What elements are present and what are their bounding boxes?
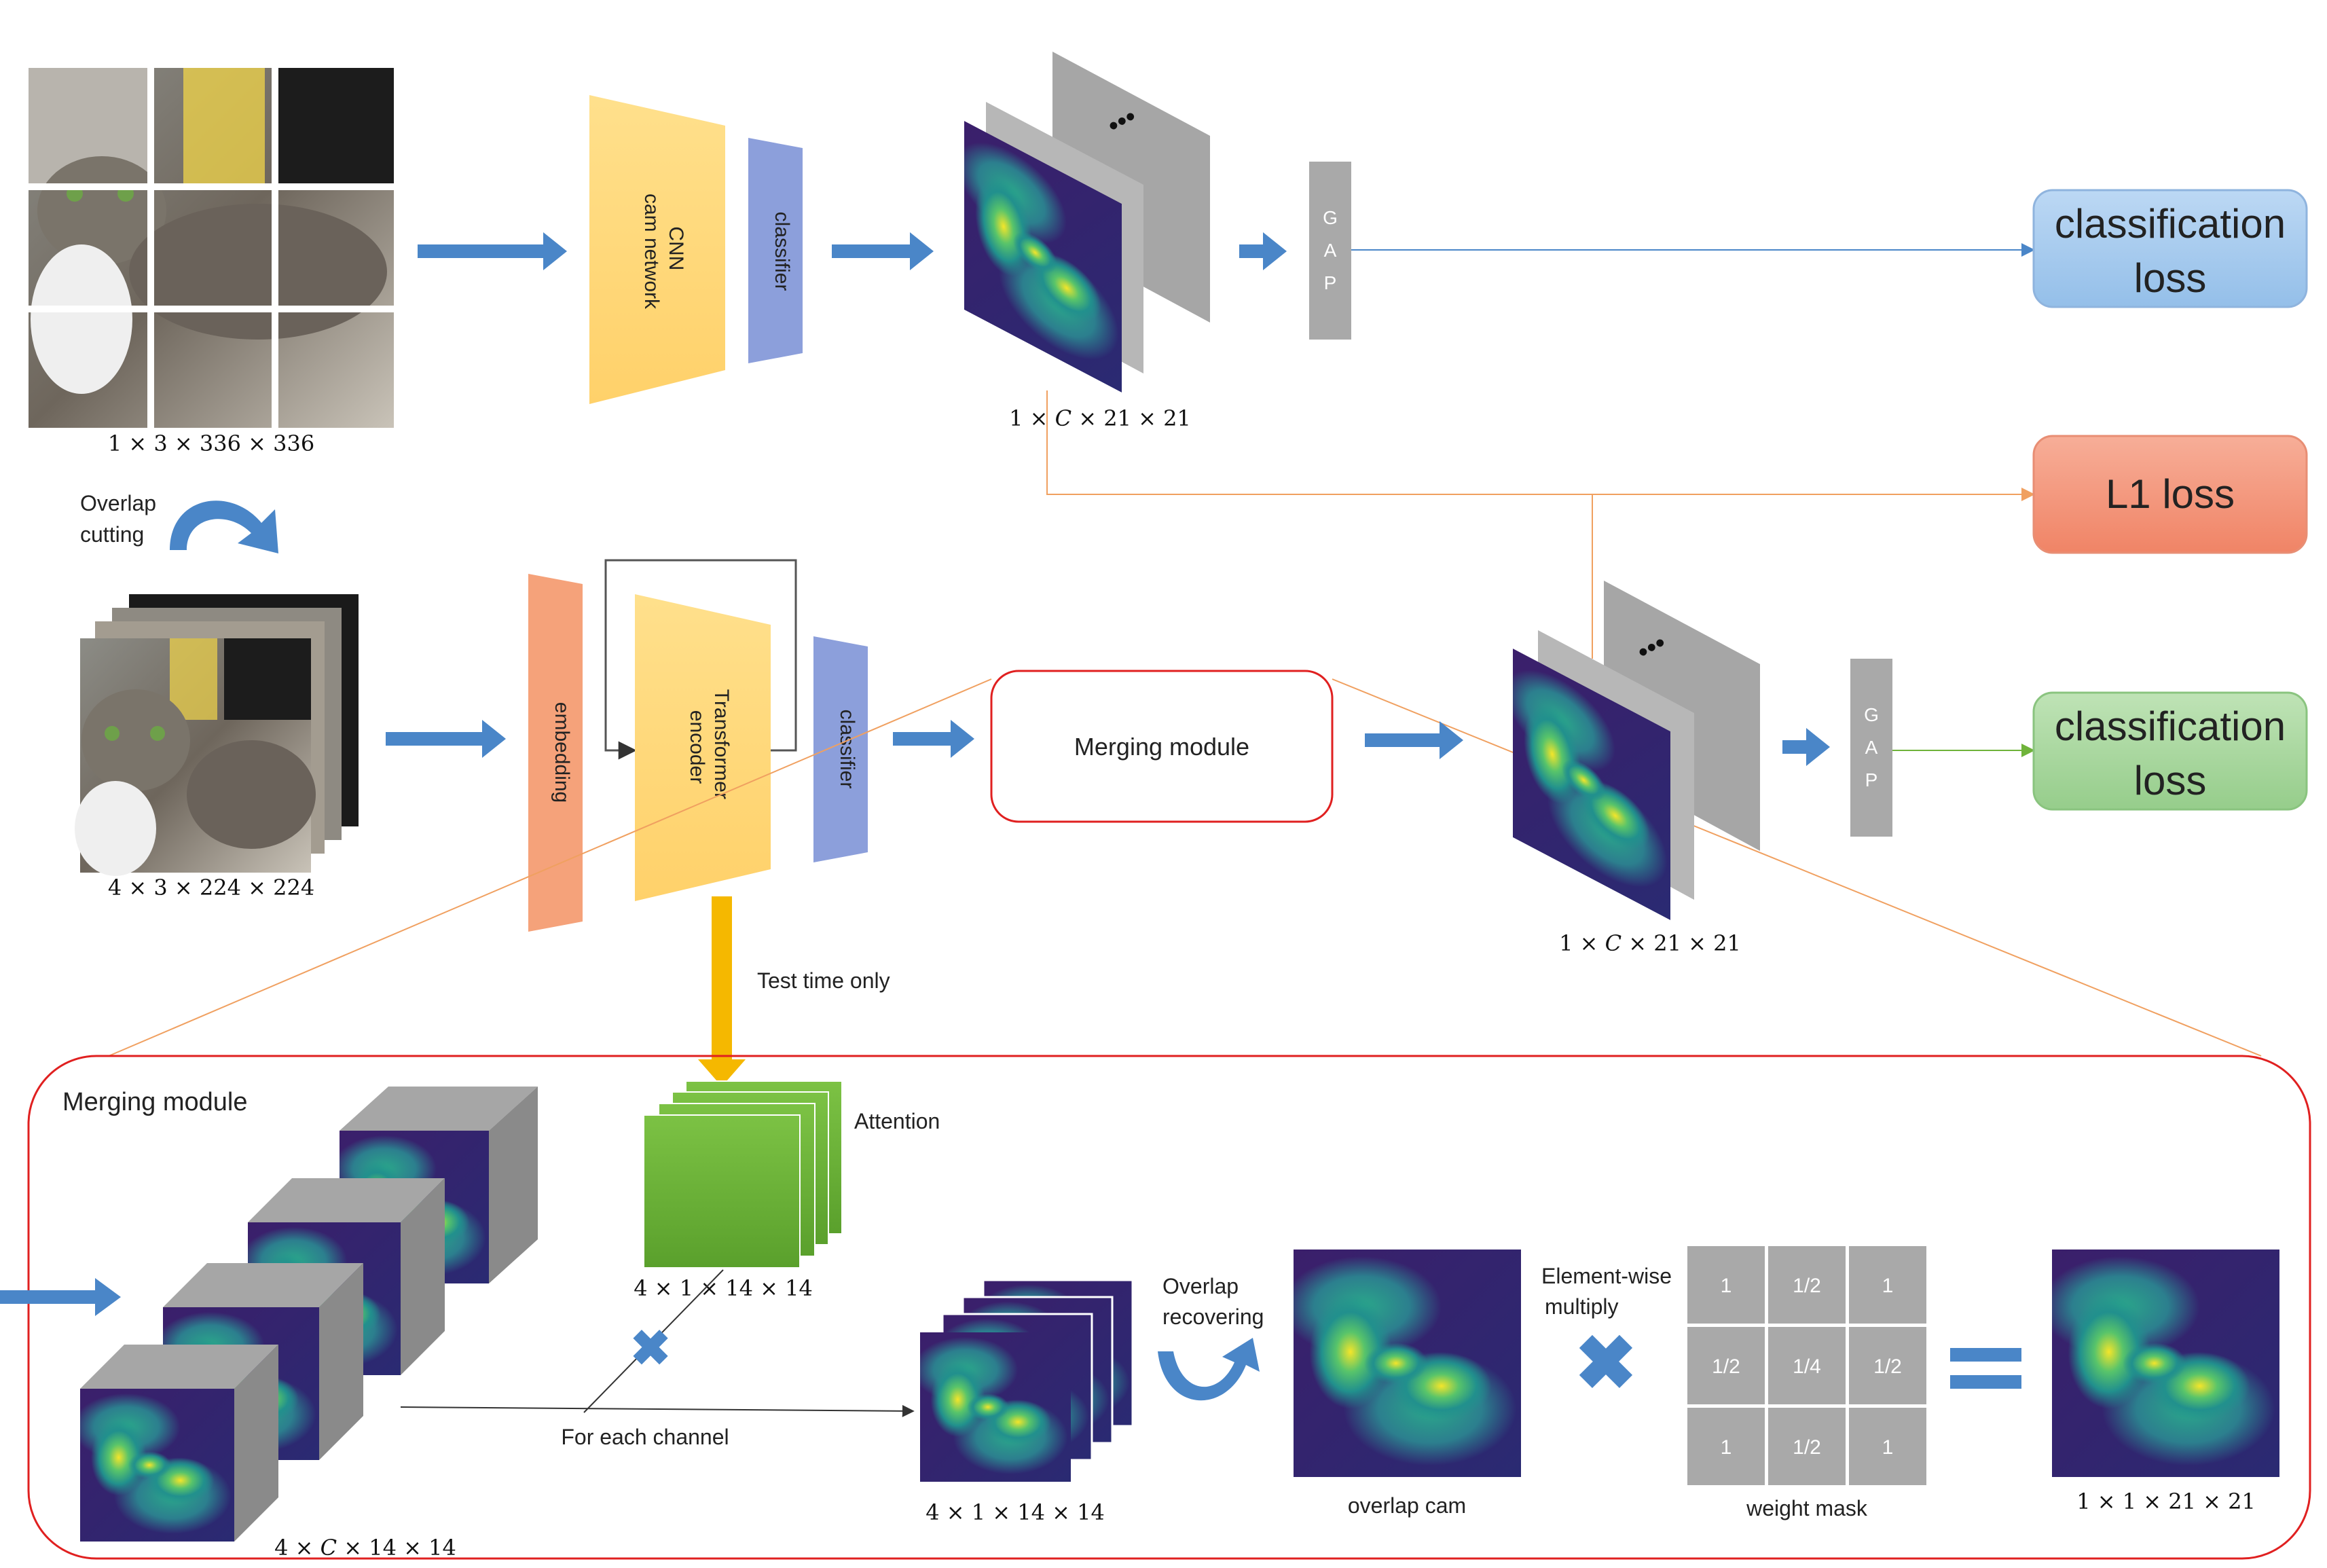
- svg-text:1/2: 1/2: [1873, 1355, 1902, 1378]
- svg-text:A: A: [1865, 737, 1878, 758]
- result-dim: 1 × 1 × 21 × 21: [2076, 1489, 2256, 1514]
- svg-text:P: P: [1324, 272, 1337, 293]
- svg-text:1/2: 1/2: [1793, 1275, 1821, 1297]
- svg-text:1: 1: [1721, 1436, 1732, 1459]
- overlap-cutting-arrow-icon: [170, 500, 278, 553]
- top-input-dim: 1 × 3 × 336 × 336: [108, 431, 314, 456]
- top-classifier-label: classifier: [771, 212, 793, 291]
- overlap-cam-label: overlap cam: [1348, 1493, 1466, 1518]
- weight-mask-label: weight mask: [1746, 1496, 1868, 1520]
- arrow-classifier-to-cam: [832, 232, 934, 270]
- test-time-arrow: [698, 896, 746, 1087]
- svg-text:embedding: embedding: [551, 702, 573, 803]
- test-time-label: Test time only: [757, 968, 890, 993]
- arrow-cam-to-gap: [1239, 232, 1287, 270]
- equals-icon: [1950, 1348, 2021, 1389]
- element-wise-label-1: Element-wise: [1541, 1264, 1672, 1288]
- weight-mask-grid: 1 1/2 1 1/2 1/4 1/2 1 1/2 1: [1687, 1246, 1926, 1485]
- for-each-channel-label: For each channel: [561, 1425, 729, 1449]
- arrow-cam-to-bottom-gap: [1782, 728, 1830, 766]
- overlap-recovering-arrow-icon: [1158, 1338, 1260, 1401]
- bottom-input-dim: 4 × 3 × 224 × 224: [108, 875, 314, 900]
- top-classification-loss: classification loss: [2032, 189, 2308, 308]
- cnn-label: CNN: [665, 226, 687, 270]
- residual-loop: [604, 559, 797, 760]
- arrow-merging-to-cam: [1365, 721, 1463, 759]
- bottom-classifier: classifier: [813, 636, 868, 862]
- merging-module-box[interactable]: Merging module: [990, 670, 1334, 823]
- top-gap: G A P: [1309, 162, 1351, 340]
- stack-dim: 4 × 1 × 14 × 14: [926, 1499, 1105, 1525]
- top-cam-stack: •••: [964, 52, 1210, 393]
- merging-detail-panel: [27, 1055, 2311, 1560]
- result-cam-image: [2052, 1250, 2279, 1477]
- bottom-gap: G A P: [1850, 659, 1892, 837]
- bottom-cam-dim: 1 × C × 21 × 21: [1559, 930, 1741, 956]
- arrow-into-merging-detail: [0, 1278, 121, 1316]
- multiply-icon: ✖: [630, 1321, 671, 1376]
- zoom-line-left: [108, 678, 992, 1057]
- overlap-recovering-label-2: recovering: [1162, 1305, 1264, 1329]
- bottom-classification-loss: classification loss: [2032, 691, 2308, 811]
- line-attention-down: [583, 1269, 724, 1413]
- transformer-encoder: Transformer encoder: [635, 594, 771, 901]
- arrow-input-to-cnn: [418, 232, 567, 270]
- svg-text:1: 1: [1882, 1436, 1894, 1459]
- svg-text:G: G: [1323, 207, 1338, 228]
- element-wise-multiply-icon: ✖: [1575, 1321, 1637, 1405]
- line-to-l1-loss: [1046, 390, 2035, 501]
- svg-text:G: G: [1864, 704, 1879, 725]
- arrow-classifier-to-merging: [893, 720, 974, 758]
- l1-loss-box: L1 loss: [2032, 435, 2308, 554]
- svg-text:L1 loss: L1 loss: [2106, 471, 2235, 517]
- svg-text:Transformer encoder: Transformer encoder: [686, 689, 733, 805]
- top-classifier: classifier: [748, 138, 803, 363]
- cubes-dim: 4 × C × 14 × 14: [274, 1535, 456, 1561]
- cam-network-label: cam network: [640, 194, 663, 310]
- svg-text:CNN cam network: CNN cam network: [640, 194, 687, 310]
- embedding-block: embedding: [528, 574, 583, 932]
- overlap-cutting-label-2: cutting: [80, 522, 144, 547]
- bottom-cam-stack: •••: [1513, 581, 1760, 920]
- attention-dim: 4 × 1 × 14 × 14: [634, 1275, 813, 1301]
- svg-text:1/2: 1/2: [1712, 1355, 1740, 1378]
- overlap-cam-image: [1294, 1250, 1521, 1477]
- svg-text:1: 1: [1882, 1275, 1894, 1297]
- svg-text:P: P: [1865, 769, 1878, 790]
- svg-text:classification: classification: [2055, 201, 2286, 247]
- zoom-line-right: [1332, 678, 2262, 1057]
- attention-weighted-stack: [920, 1279, 1134, 1482]
- svg-text:A: A: [1324, 240, 1337, 261]
- overlap-recovering-label-1: Overlap: [1162, 1274, 1239, 1298]
- merging-detail-title: Merging module: [62, 1088, 247, 1116]
- element-wise-label-2: multiply: [1545, 1294, 1618, 1319]
- svg-text:loss: loss: [2134, 758, 2207, 803]
- arrow-input-to-embedding: [386, 720, 506, 758]
- bottom-input-images: [75, 594, 359, 876]
- overlap-cutting-label-1: Overlap: [80, 491, 156, 515]
- svg-text:classification: classification: [2055, 704, 2286, 749]
- svg-text:loss: loss: [2134, 255, 2207, 301]
- top-cam-dim: 1 × C × 21 × 21: [1009, 405, 1191, 431]
- svg-text:classifier: classifier: [836, 710, 858, 789]
- svg-text:1/4: 1/4: [1793, 1355, 1821, 1378]
- feature-cubes: [80, 1087, 538, 1542]
- line-for-each-channel: [400, 1404, 915, 1417]
- svg-text:1/2: 1/2: [1793, 1436, 1821, 1459]
- svg-text:Merging module: Merging module: [1074, 733, 1249, 761]
- svg-text:1: 1: [1721, 1275, 1732, 1297]
- attention-stack: [643, 1080, 843, 1269]
- attention-label: Attention: [854, 1109, 940, 1133]
- cnn-cam-network: CNN cam network: [589, 95, 725, 404]
- top-input-image: [29, 68, 394, 428]
